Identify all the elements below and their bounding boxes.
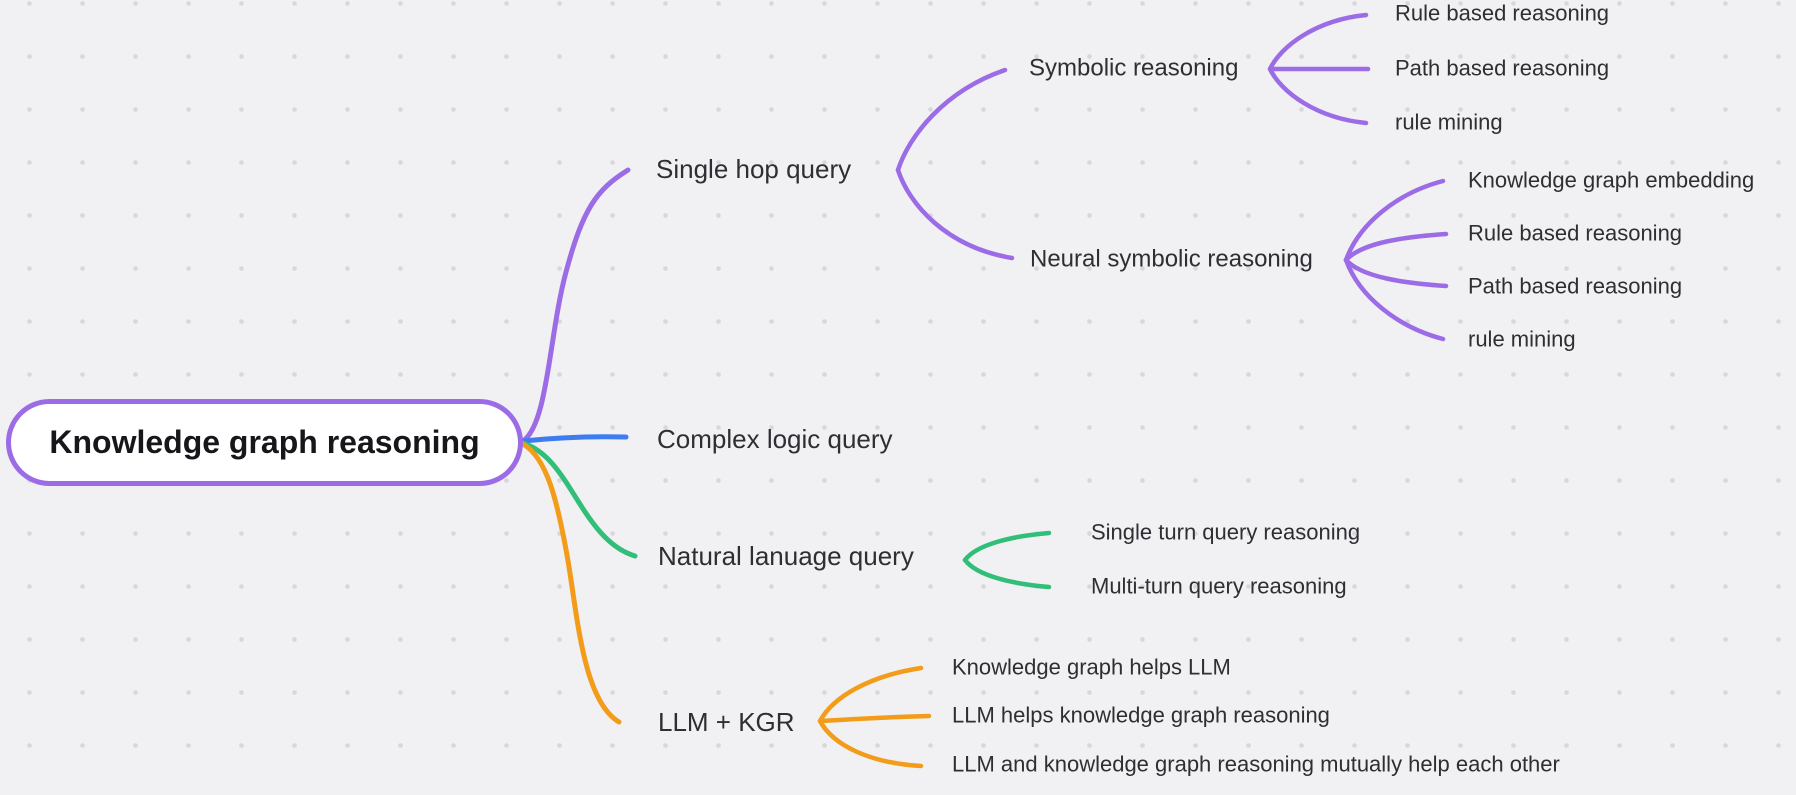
node-single-hop-query[interactable]: Single hop query	[656, 153, 852, 184]
connector-neural-to-kg-embedding	[1343, 178, 1446, 263]
connector-root-to-llm-plus-kgr	[520, 441, 622, 725]
connector-symbolic-to-rule-mining	[1267, 66, 1369, 126]
connector-neural-to-rule-based	[1343, 231, 1449, 263]
connector-root-to-complex-logic-query	[520, 434, 629, 444]
connector-symbolic-to-rule-based	[1267, 12, 1369, 72]
connector-root-to-single-hop-query	[520, 167, 631, 444]
node-single-turn-query-reasoning[interactable]: Single turn query reasoning	[1091, 519, 1361, 545]
connector-llm-kgr-to-llm-helps-kg	[818, 713, 932, 724]
node-path-based-reasoning-1[interactable]: Path based reasoning	[1395, 55, 1610, 81]
node-llm-helps-kg-reasoning[interactable]: LLM helps knowledge graph reasoning	[952, 702, 1330, 728]
connector-single-hop-to-neural-symbolic	[895, 167, 1015, 261]
connector-neural-to-path-based	[1343, 257, 1449, 289]
node-natural-lanuage-query[interactable]: Natural lanuage query	[658, 540, 914, 571]
node-symbolic-reasoning[interactable]: Symbolic reasoning	[1029, 54, 1239, 82]
node-neural-symbolic-reasoning[interactable]: Neural symbolic reasoning	[1030, 245, 1313, 273]
node-multi-turn-query-reasoning[interactable]: Multi-turn query reasoning	[1091, 573, 1347, 599]
connector-llm-kgr-to-kg-helps-llm	[817, 665, 924, 724]
connector-single-hop-to-symbolic	[895, 67, 1008, 173]
node-rule-mining-1[interactable]: rule mining	[1395, 109, 1503, 135]
connector-neural-to-rule-mining	[1343, 257, 1446, 342]
node-knowledge-graph-helps-llm[interactable]: Knowledge graph helps LLM	[952, 654, 1231, 680]
connector-natural-to-single-turn	[962, 530, 1052, 563]
node-path-based-reasoning-2[interactable]: Path based reasoning	[1468, 273, 1683, 299]
root-node-label: Knowledge graph reasoning	[49, 424, 480, 460]
node-knowledge-graph-embedding[interactable]: Knowledge graph embedding	[1468, 167, 1755, 193]
connector-llm-kgr-to-mutual-help	[817, 718, 924, 769]
node-complex-logic-query[interactable]: Complex logic query	[657, 423, 893, 454]
node-llm-plus-kgr[interactable]: LLM + KGR	[658, 706, 795, 737]
connector-natural-to-multi-turn	[962, 557, 1052, 590]
node-rule-mining-2[interactable]: rule mining	[1468, 326, 1576, 352]
connector-root-to-natural-lanuage-query	[520, 440, 638, 559]
root-node-knowledge-graph-reasoning[interactable]: Knowledge graph reasoning	[6, 399, 523, 486]
node-llm-kg-mutual-help[interactable]: LLM and knowledge graph reasoning mutual…	[952, 751, 1560, 777]
node-rule-based-reasoning-2[interactable]: Rule based reasoning	[1468, 220, 1683, 246]
node-rule-based-reasoning-1[interactable]: Rule based reasoning	[1395, 0, 1610, 26]
